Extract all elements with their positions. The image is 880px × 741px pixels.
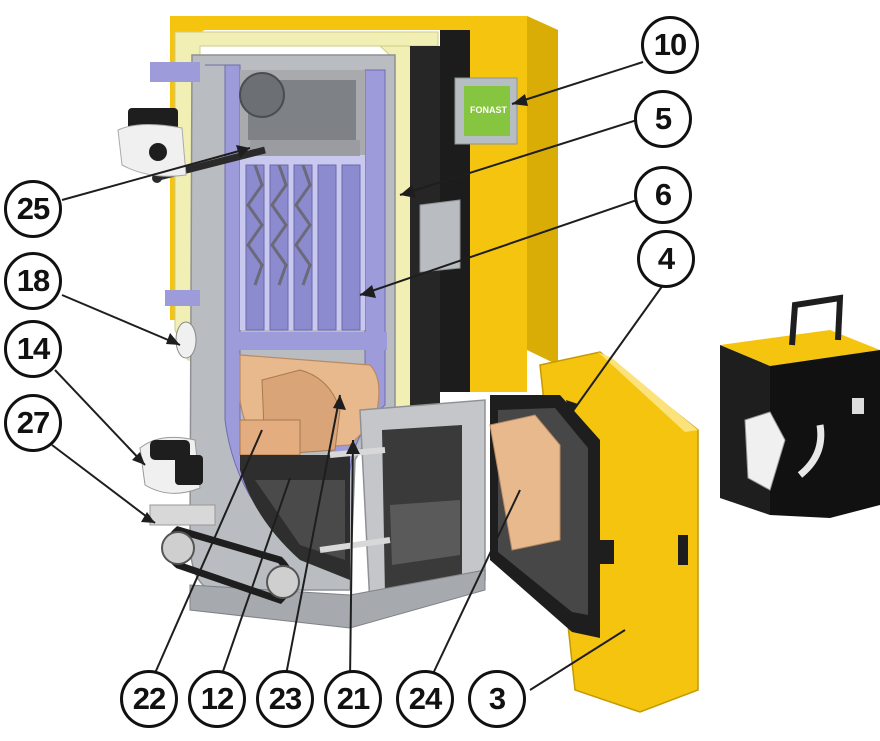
callout-21: 21 (324, 670, 382, 728)
side-fittings (419, 199, 461, 273)
callout-10-label: 10 (653, 27, 687, 62)
open-door (489, 351, 699, 713)
callout-24-label: 24 (408, 681, 442, 716)
auger-drive (139, 436, 300, 605)
callout-6-label: 6 (654, 177, 672, 212)
leader-27 (51, 444, 156, 524)
leader-arrowheads (132, 94, 578, 523)
leader-5 (399, 119, 638, 196)
leader-4 (569, 284, 664, 416)
leader-14 (54, 369, 146, 466)
leader-12 (219, 477, 291, 681)
callout-18-label: 18 (16, 263, 50, 298)
callout-21-label: 21 (336, 681, 370, 716)
leader-3 (529, 629, 626, 691)
combustion-chamber (237, 332, 387, 456)
callout-14: 14 (4, 320, 62, 378)
leader-24 (429, 489, 521, 681)
callout-18: 18 (4, 252, 62, 310)
callout-23-label: 23 (268, 681, 302, 716)
boiler-base (189, 569, 486, 629)
callout-10: 10 (641, 16, 699, 74)
brand-label: FONAST (470, 105, 508, 115)
safety-fitting (175, 321, 197, 359)
ash-box (720, 294, 880, 518)
callout-5: 5 (634, 90, 692, 148)
leader-lines (51, 61, 664, 691)
leader-22 (151, 429, 263, 681)
leader-21 (349, 439, 354, 681)
leader-23 (284, 394, 341, 681)
callout-25-label: 25 (16, 191, 50, 226)
leader-25 (61, 147, 251, 201)
callout-22: 22 (120, 670, 178, 728)
callout-14-label: 14 (16, 331, 50, 366)
callout-27-label: 27 (16, 405, 50, 440)
leader-6 (359, 199, 638, 296)
callout-6: 6 (634, 166, 692, 224)
callout-3: 3 (468, 670, 526, 728)
heat-exchanger (239, 70, 365, 331)
callout-4: 4 (637, 230, 695, 288)
exhaust-fan (117, 108, 187, 177)
callout-5-label: 5 (654, 101, 672, 136)
control-panel: FONAST (454, 77, 518, 145)
callout-4-label: 4 (657, 241, 675, 276)
callout-27: 27 (4, 394, 62, 452)
leader-18 (61, 294, 181, 346)
top-fittings (150, 62, 200, 306)
callout-12-label: 12 (200, 681, 234, 716)
callout-23: 23 (256, 670, 314, 728)
callout-3-label: 3 (488, 681, 506, 716)
callout-25: 25 (4, 180, 62, 238)
lower-chamber (319, 399, 486, 606)
leader-10 (511, 61, 644, 105)
callout-24: 24 (396, 670, 454, 728)
callout-12: 12 (188, 670, 246, 728)
callout-22-label: 22 (132, 681, 166, 716)
